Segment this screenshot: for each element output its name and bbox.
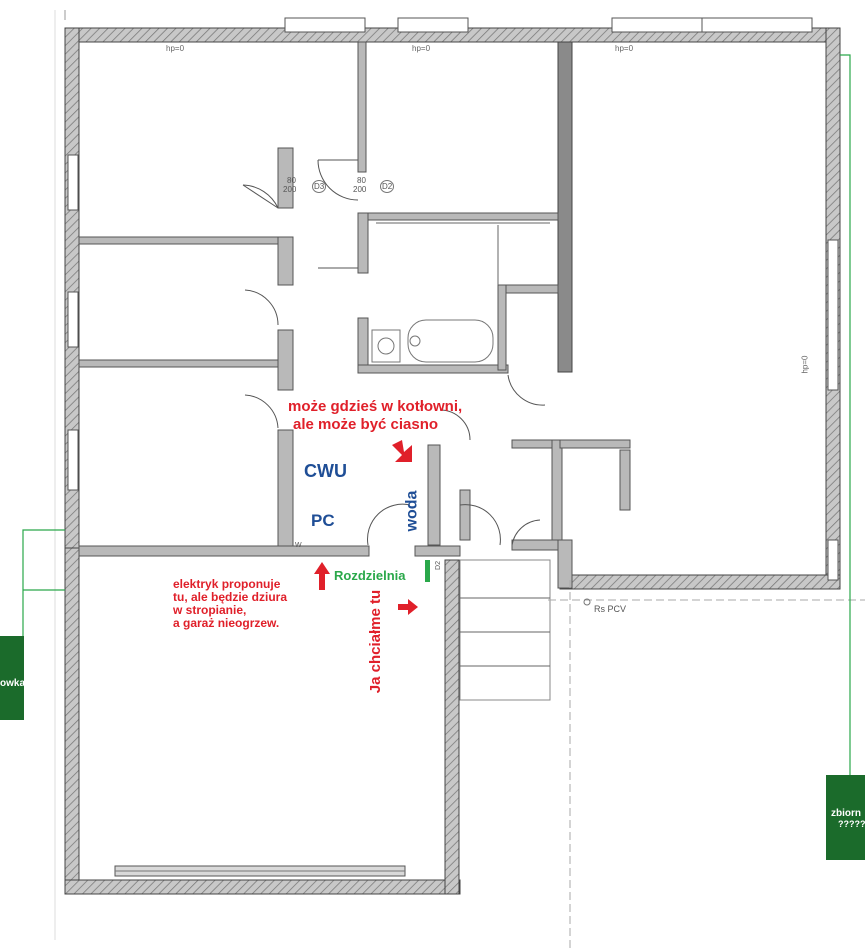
pipe-lines	[22, 54, 851, 775]
ja-chcialme-label: Ja chciałme tu	[367, 589, 385, 694]
annotation-arrows	[314, 440, 430, 615]
elektryk-note-line1: elektryk proponuje	[173, 577, 281, 591]
hp-label-2: hp=0	[412, 44, 431, 53]
door-dim-1-width: 80	[287, 176, 296, 185]
right-box-label-1: zbiorn	[831, 808, 861, 819]
elektryk-note-line3: w stropianie,	[173, 603, 247, 617]
right-green-box: zbiorn ?????	[826, 775, 865, 860]
door-swings	[242, 159, 546, 546]
cwu-label: CWU	[304, 461, 347, 481]
entry-steps	[459, 559, 865, 950]
kotlownia-note-line2: ale może być ciasno	[293, 416, 439, 433]
hp-label-3: hp=0	[615, 44, 634, 53]
elektryk-note-line2: tu, ale będzie dziura	[173, 590, 288, 604]
left-green-box: owka	[0, 636, 26, 720]
hp-label-1: hp=0	[166, 44, 185, 53]
interior-walls	[78, 41, 631, 589]
woda-label: woda	[403, 490, 421, 532]
small-tag-d2: D2	[434, 561, 442, 570]
bathroom-fixtures	[371, 222, 550, 363]
rozdzielnia-marker	[425, 560, 430, 582]
door-dim-1-height: 200	[283, 185, 297, 194]
outer-walls	[64, 27, 841, 895]
door-tag-1: D3	[312, 180, 327, 193]
door-tag-2: D2	[380, 180, 395, 193]
arrow-down-right	[392, 440, 412, 462]
door-dim-2-height: 200	[353, 185, 367, 194]
rozdzielnia-label: Rozdzielnia	[334, 568, 406, 583]
elektryk-note-line4: a garaż nieogrzew.	[173, 616, 280, 630]
door-dim-2-width: 80	[357, 176, 366, 185]
right-box-label-2: ?????	[838, 819, 865, 829]
arrow-right	[398, 599, 418, 615]
dimension-lines	[54, 10, 66, 940]
rs-label: Rs PCV	[594, 604, 627, 614]
pc-label: PC	[311, 511, 335, 530]
hp-label-4: hp=0	[800, 355, 810, 374]
arrow-up	[314, 562, 330, 590]
windows	[67, 17, 839, 581]
kotlownia-note-line1: może gdzieś w kotłowni,	[288, 398, 463, 415]
left-box-label: owka	[0, 678, 26, 689]
small-tag-w: W	[295, 542, 302, 549]
